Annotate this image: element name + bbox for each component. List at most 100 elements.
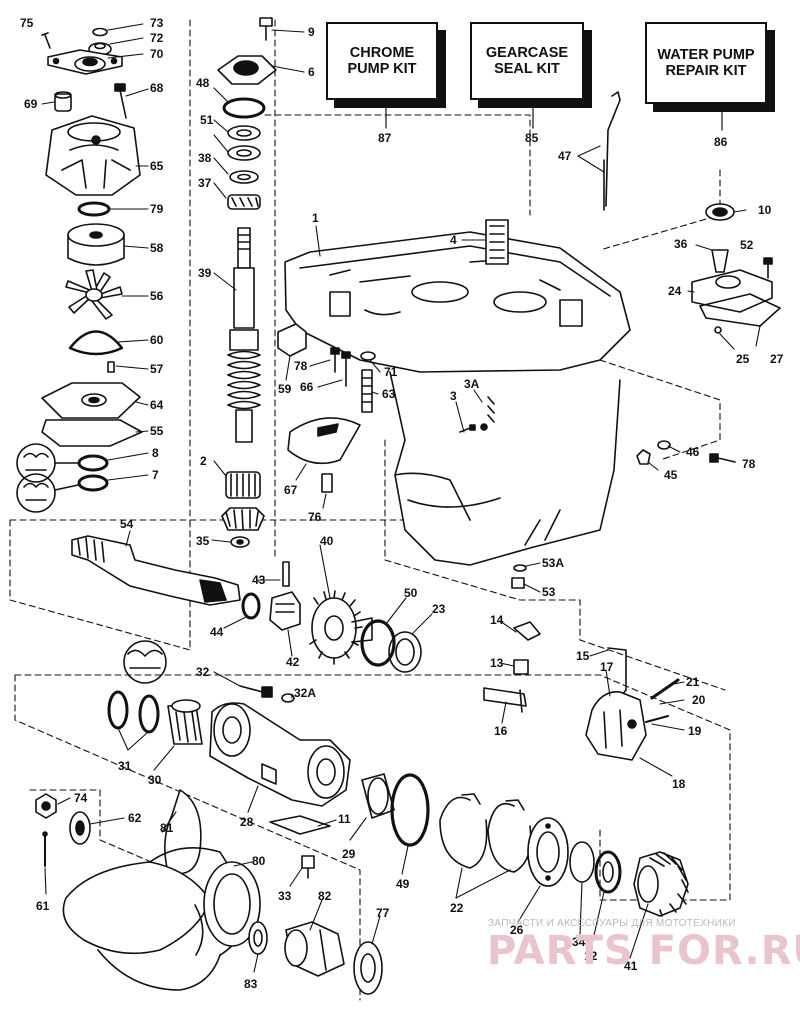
callout-10: 10 bbox=[758, 203, 772, 217]
callout-29: 29 bbox=[342, 847, 356, 861]
callout-20: 20 bbox=[692, 693, 706, 707]
callout-79: 79 bbox=[150, 202, 164, 216]
callout-45: 45 bbox=[664, 468, 678, 482]
callout-27: 27 bbox=[770, 352, 784, 366]
callout-37: 37 bbox=[198, 176, 212, 190]
callout-28: 28 bbox=[240, 815, 254, 829]
callout-17: 17 bbox=[600, 660, 614, 674]
callout-81: 81 bbox=[160, 821, 174, 835]
callout-15: 15 bbox=[576, 649, 590, 663]
callout-80: 80 bbox=[252, 854, 266, 868]
kit-ref-87: 87 bbox=[378, 131, 392, 145]
callout-24: 24 bbox=[668, 284, 682, 298]
callout-12: 12 bbox=[584, 949, 598, 963]
callout-63: 63 bbox=[382, 387, 396, 401]
callout-13: 13 bbox=[490, 656, 504, 670]
callout-11: 11 bbox=[338, 812, 351, 826]
gearcase-seal-kit-line1: GEARCASE bbox=[485, 45, 569, 61]
callout-74: 74 bbox=[74, 791, 88, 805]
callout-57: 57 bbox=[150, 362, 164, 376]
callout-82: 82 bbox=[318, 889, 332, 903]
callout-66: 66 bbox=[300, 380, 314, 394]
callout-41: 41 bbox=[624, 959, 638, 973]
callout-44: 44 bbox=[210, 625, 224, 639]
callout-53: 53 bbox=[542, 585, 556, 599]
callout-60: 60 bbox=[150, 333, 164, 347]
water-pump-parts bbox=[16, 27, 143, 513]
callout-labels: 75 73 72 70 69 68 65 79 58 56 60 57 64 5… bbox=[20, 16, 784, 991]
callout-26: 26 bbox=[510, 923, 524, 937]
callout-59: 59 bbox=[278, 382, 292, 396]
water-pump-kit-line2: REPAIR KIT bbox=[665, 63, 747, 79]
callout-1: 1 bbox=[312, 211, 319, 225]
callout-32: 32 bbox=[196, 665, 210, 679]
callout-62: 62 bbox=[128, 811, 142, 825]
callout-46: 46 bbox=[686, 445, 700, 459]
callout-56: 56 bbox=[150, 289, 164, 303]
callout-9: 9 bbox=[308, 25, 315, 39]
callout-51: 51 bbox=[200, 113, 214, 127]
callout-18: 18 bbox=[672, 777, 686, 791]
water-pump-kit-line1: WATER PUMP bbox=[657, 47, 755, 63]
callout-78: 78 bbox=[294, 359, 308, 373]
callout-42: 42 bbox=[286, 655, 300, 669]
chrome-pump-kit-line2: PUMP KIT bbox=[347, 61, 417, 77]
chrome-pump-kit-line1: CHROME bbox=[349, 45, 415, 61]
gearcase-seal-kit-line2: SEAL KIT bbox=[494, 61, 560, 77]
callout-43: 43 bbox=[252, 573, 266, 587]
callout-22: 22 bbox=[450, 901, 464, 915]
callout-30: 30 bbox=[148, 773, 162, 787]
watermark-caption: ЗАПЧАСТИ И АКСЕССУАРЫ ДЛЯ МОТОТЕХНИКИ bbox=[488, 918, 736, 929]
callout-49: 49 bbox=[396, 877, 410, 891]
callout-40: 40 bbox=[320, 534, 334, 548]
callout-39: 39 bbox=[198, 266, 212, 280]
callout-leaders bbox=[41, 23, 761, 973]
callout-72: 72 bbox=[150, 31, 164, 45]
callout-64: 64 bbox=[150, 398, 164, 412]
callout-36: 36 bbox=[674, 237, 688, 251]
callout-32A: 32A bbox=[294, 686, 316, 700]
callout-83: 83 bbox=[244, 977, 258, 991]
callout-38: 38 bbox=[198, 151, 212, 165]
callout-34: 34 bbox=[572, 935, 586, 949]
callout-75: 75 bbox=[20, 16, 34, 30]
watermark-logo: PARTS FOR.RU bbox=[487, 928, 800, 974]
callout-67: 67 bbox=[284, 483, 298, 497]
callout-78b: 78 bbox=[742, 457, 756, 471]
callout-71: 71 bbox=[384, 365, 398, 379]
callout-19: 19 bbox=[688, 724, 702, 738]
callout-2: 2 bbox=[200, 454, 207, 468]
callout-73: 73 bbox=[150, 16, 164, 30]
callout-3: 3 bbox=[450, 389, 457, 403]
callout-8: 8 bbox=[152, 446, 159, 460]
callout-54: 54 bbox=[120, 517, 134, 531]
callout-47: 47 bbox=[558, 149, 572, 163]
propshaft-parts bbox=[71, 535, 680, 761]
callout-52: 52 bbox=[740, 238, 754, 252]
bearing-carrier-parts bbox=[107, 640, 689, 917]
callout-14: 14 bbox=[490, 613, 504, 627]
callout-16: 16 bbox=[494, 724, 508, 738]
callout-58: 58 bbox=[150, 241, 164, 255]
callout-61: 61 bbox=[36, 899, 50, 913]
callout-6: 6 bbox=[308, 65, 315, 79]
driveshaft-parts bbox=[217, 17, 277, 548]
callout-7: 7 bbox=[152, 468, 159, 482]
propeller-parts bbox=[35, 789, 383, 995]
callout-25: 25 bbox=[736, 352, 750, 366]
kit-ref-85: 85 bbox=[525, 131, 539, 145]
callout-21: 21 bbox=[686, 675, 700, 689]
callout-4: 4 bbox=[450, 233, 457, 247]
callout-65: 65 bbox=[150, 159, 164, 173]
callout-35: 35 bbox=[196, 534, 210, 548]
callout-77: 77 bbox=[376, 906, 390, 920]
callout-53A: 53A bbox=[542, 556, 564, 570]
callout-48: 48 bbox=[196, 76, 210, 90]
callout-55: 55 bbox=[150, 424, 164, 438]
kit-ref-86: 86 bbox=[714, 135, 728, 149]
